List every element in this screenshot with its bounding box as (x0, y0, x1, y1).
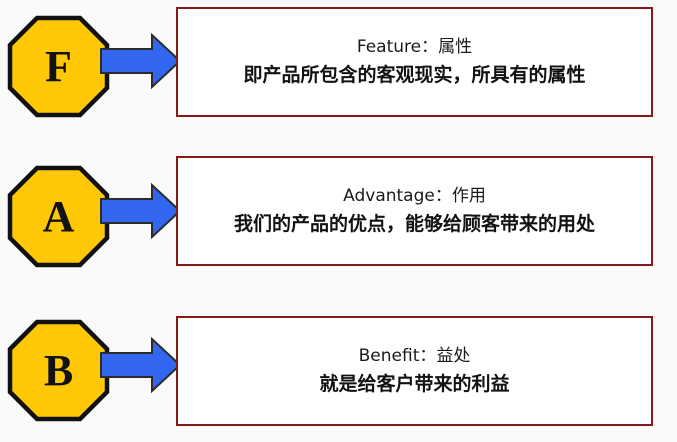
text-box-feature: Feature：属性 即产品所包含的客观现实，所具有的属性 (176, 7, 653, 117)
octagon-badge-benefit[interactable]: B (6, 318, 111, 423)
octagon-badge-advantage[interactable]: A (6, 164, 111, 269)
octagon-shape-icon (7, 165, 110, 268)
octagon-letter-advantage: A (42, 191, 75, 241)
octagon-shape-icon (7, 319, 110, 422)
arrow-advantage (100, 182, 182, 240)
text-description-advantage: 我们的产品的优点，能够给顾客带来的用处 (233, 212, 595, 235)
text-title-feature: Feature：属性 (356, 36, 473, 57)
text-description-benefit: 就是给客户带来的利益 (319, 372, 510, 395)
octagon-letter-benefit: B (43, 345, 74, 395)
octagon-letter-feature: F (45, 41, 72, 91)
arrow-benefit (100, 336, 182, 394)
text-description-feature: 即产品所包含的客观现实，所具有的属性 (243, 63, 586, 86)
right-arrow-icon (100, 336, 182, 394)
octagon-shape-icon (7, 15, 110, 118)
text-title-benefit: Benefit：益处 (358, 345, 471, 366)
text-box-advantage: Advantage：作用 我们的产品的优点，能够给顾客带来的用处 (176, 156, 653, 266)
right-arrow-icon (100, 32, 182, 90)
text-box-benefit: Benefit：益处 就是给客户带来的利益 (176, 316, 653, 426)
fab-row-advantage: A Advantage：作用 我们的产品的优点，能够给顾客带来的用处 (0, 150, 677, 298)
arrow-feature (100, 32, 182, 90)
octagon-badge-feature[interactable]: F (6, 14, 111, 119)
text-title-advantage: Advantage：作用 (343, 185, 486, 206)
right-arrow-icon (100, 182, 182, 240)
fab-row-benefit: B Benefit：益处 就是给客户带来的利益 (0, 300, 677, 442)
fab-row-feature: F Feature：属性 即产品所包含的客观现实，所具有的属性 (0, 0, 677, 148)
